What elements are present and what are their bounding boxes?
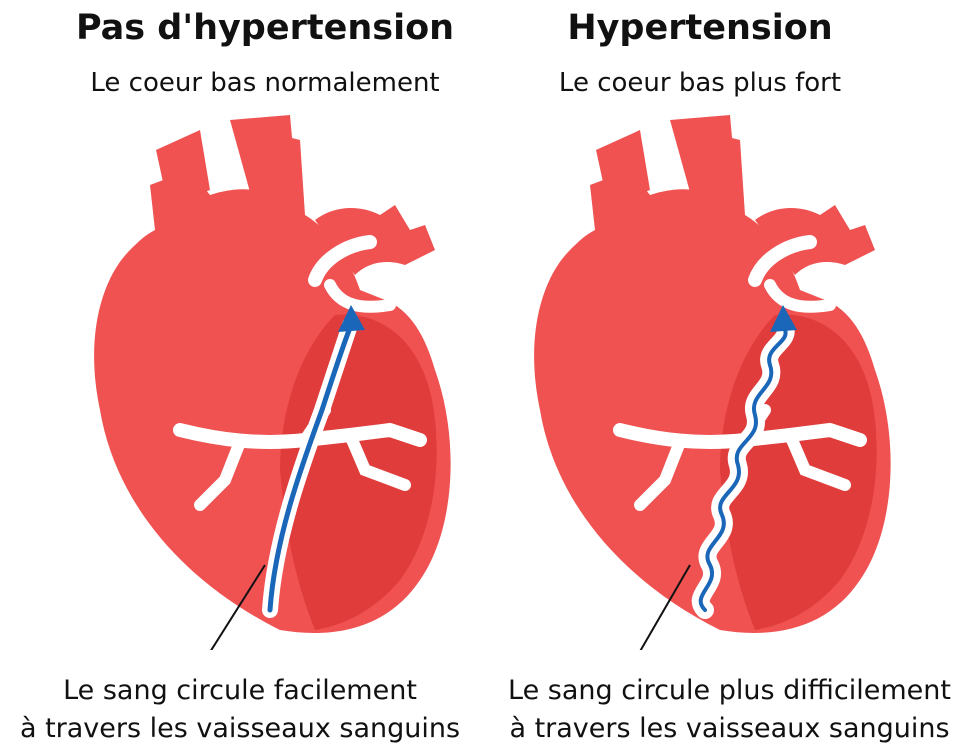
normal-caption: Le sang circule facilement à travers les… <box>0 672 480 748</box>
hypertension-caption-line-2: à travers les vaisseaux sanguins <box>490 710 969 748</box>
normal-panel-subtitle: Le coeur bas normalement <box>40 68 490 98</box>
heart-icon <box>94 115 451 633</box>
heart-icon <box>534 115 891 633</box>
hypertension-caption-line-1: Le sang circule plus difficilement <box>490 672 969 710</box>
hypertension-panel-title: Hypertension <box>500 8 900 48</box>
hypertension-heart-illustration <box>500 110 920 650</box>
normal-caption-line-1: Le sang circule facilement <box>0 672 480 710</box>
normal-panel-title: Pas d'hypertension <box>40 8 490 48</box>
normal-caption-line-2: à travers les vaisseaux sanguins <box>0 710 480 748</box>
hypertension-panel-subtitle: Le coeur bas plus fort <box>500 68 900 98</box>
normal-heart-illustration <box>60 110 480 650</box>
hypertension-caption: Le sang circule plus difficilement à tra… <box>490 672 969 748</box>
